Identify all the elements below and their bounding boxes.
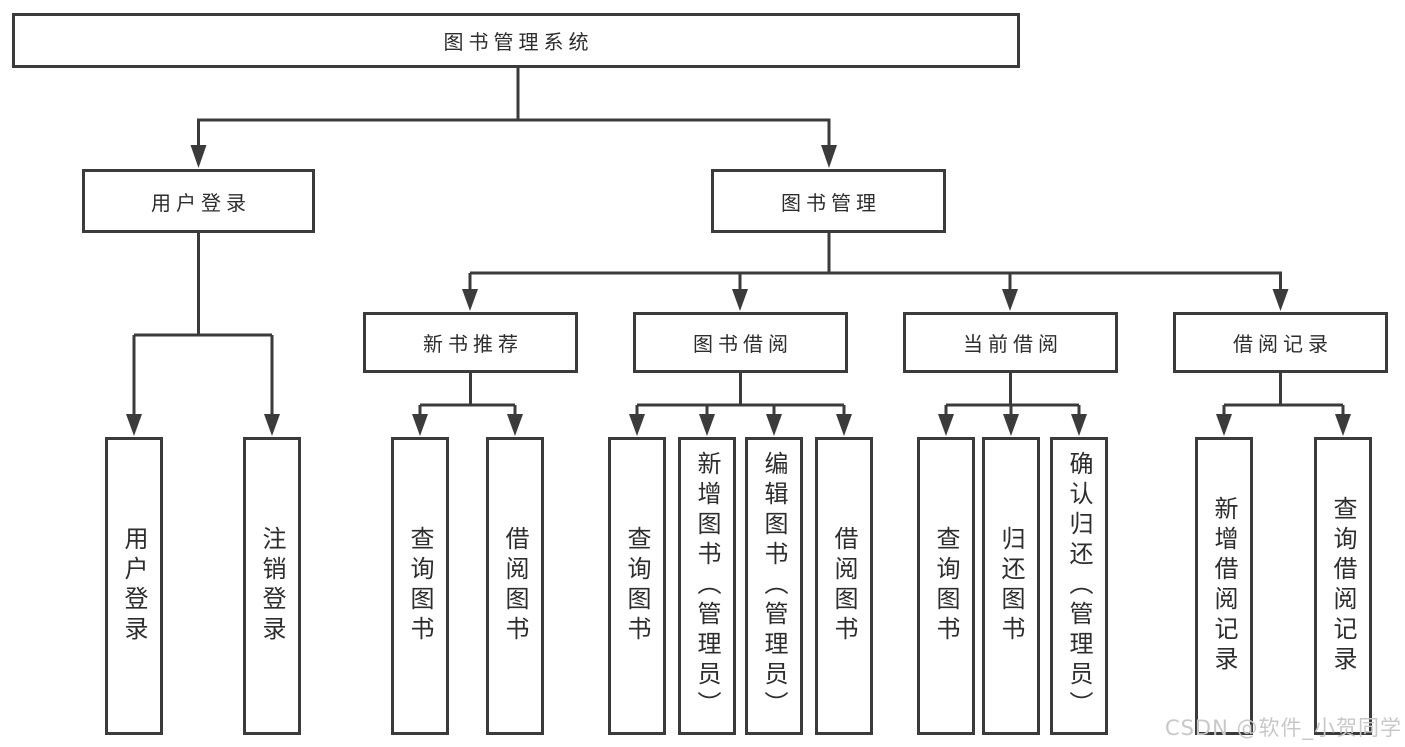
node-section-borrow-records: 借阅记录 — [1173, 312, 1388, 373]
leaf-label: 借阅图书 — [501, 526, 529, 646]
leaf-label: 归还图书 — [997, 526, 1025, 646]
leaf-label: 借阅图书 — [830, 526, 858, 646]
leaf-records-add-record: 新增借阅记录 — [1195, 437, 1253, 735]
node-section-current-borrow: 当前借阅 — [903, 312, 1118, 373]
leaf-borrow-query-books: 查询图书 — [608, 437, 666, 735]
leaf-label: 新增图书（管理员） — [693, 451, 721, 721]
leaf-label: 查询图书 — [932, 526, 960, 646]
watermark: CSDN @软件_小贺同学 — [1164, 716, 1402, 740]
node-section-book-borrow: 图书借阅 — [633, 312, 848, 373]
arrowheads — [126, 145, 1351, 436]
leaf-records-query-record: 查询借阅记录 — [1314, 437, 1372, 735]
leaf-label: 查询借阅记录 — [1329, 496, 1357, 676]
leaf-label: 新增借阅记录 — [1210, 496, 1238, 676]
leaf-current-query-books: 查询图书 — [917, 437, 975, 735]
leaf-current-return-books: 归还图书 — [982, 437, 1040, 735]
node-user-login: 用户登录 — [82, 169, 315, 233]
leaf-label: 查询图书 — [406, 526, 434, 646]
leaf-logout: 注销登录 — [243, 437, 301, 735]
leaf-borrow-edit-books-admin: 编辑图书（管理员） — [745, 437, 803, 735]
node-root: 图书管理系统 — [12, 13, 1020, 68]
leaf-label: 编辑图书（管理员） — [760, 451, 788, 721]
node-book-management: 图书管理 — [711, 169, 946, 233]
leaf-label: 注销登录 — [258, 526, 286, 646]
leaf-label: 用户登录 — [120, 526, 148, 646]
leaf-label: 确认归还（管理员） — [1065, 451, 1093, 721]
node-section-new-book-recommend: 新书推荐 — [363, 312, 578, 373]
leaf-current-confirm-return-admin: 确认归还（管理员） — [1050, 437, 1108, 735]
leaf-rec-borrow-books: 借阅图书 — [486, 437, 544, 735]
leaf-user-login: 用户登录 — [105, 437, 163, 735]
leaf-rec-query-books: 查询图书 — [391, 437, 449, 735]
leaf-borrow-add-books-admin: 新增图书（管理员） — [678, 437, 736, 735]
leaf-borrow-borrow-books: 借阅图书 — [815, 437, 873, 735]
leaf-label: 查询图书 — [623, 526, 651, 646]
